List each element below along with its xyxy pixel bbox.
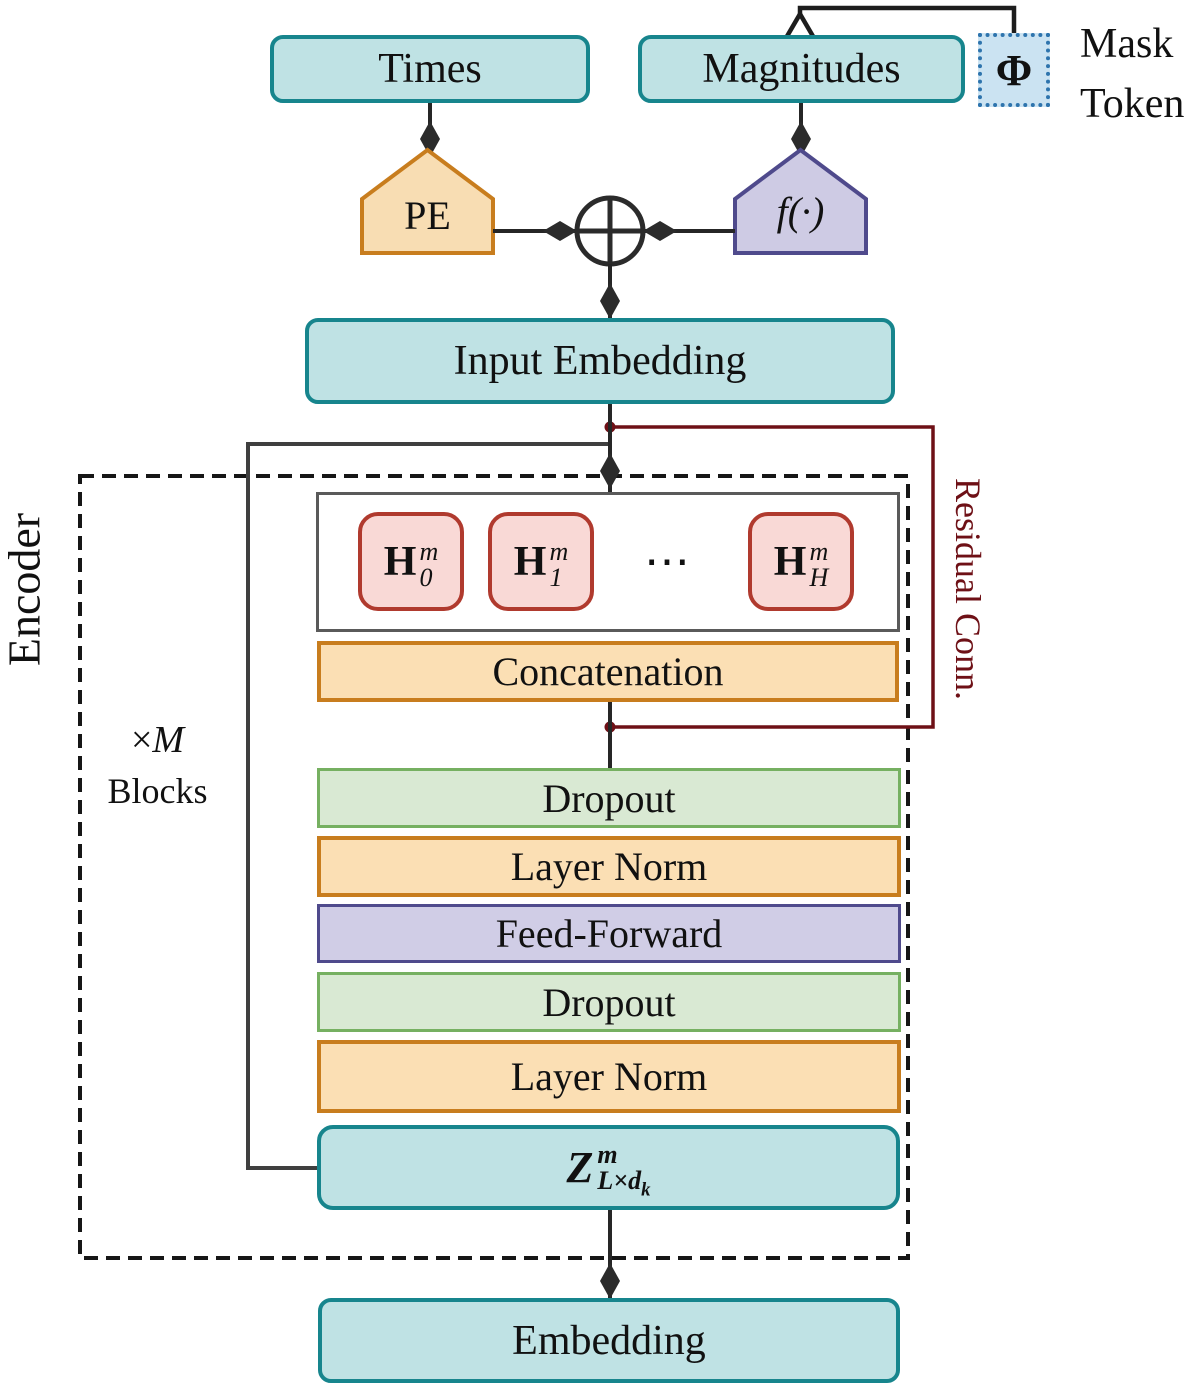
layer-norm-box-1: Layer Norm — [317, 836, 901, 897]
diamond-arrow-f — [791, 121, 811, 157]
heads-ellipsis: ⋯ — [644, 536, 696, 587]
diamond-arrow-plus-right — [643, 221, 677, 241]
embedding-box: Embedding — [318, 1298, 900, 1383]
pe-label: PE — [404, 193, 451, 238]
dropout-box-1: Dropout — [317, 768, 901, 828]
encoder-dashed-box — [78, 474, 910, 1260]
diamond-arrow-output-embedding — [600, 1263, 620, 1299]
dropout-box-2: Dropout — [317, 972, 901, 1032]
phi-symbol: Φ — [995, 45, 1033, 95]
diamond-arrow-plus-left — [543, 221, 577, 241]
blocks-text: Blocks — [107, 771, 208, 811]
residual-label: Residual Conn. — [948, 478, 988, 700]
f-label: f(·) — [776, 189, 825, 234]
times-box: Times — [270, 35, 590, 103]
embedding-label: Embedding — [512, 1317, 706, 1364]
open-arrowhead — [784, 9, 816, 40]
diamond-arrow-pe — [420, 121, 440, 157]
concatenation-box: Concatenation — [317, 641, 899, 702]
mask-connector-line — [797, 5, 1017, 35]
mask-token-caption-line2: Token — [1080, 81, 1185, 127]
skip-connection-line — [246, 442, 610, 1170]
f-shape — [733, 147, 868, 255]
mask-token-caption: Mask Token — [1080, 14, 1200, 134]
diamond-arrow-heads — [600, 453, 620, 489]
input-embedding-label: Input Embedding — [453, 338, 747, 384]
feed-forward-box: Feed-Forward — [317, 904, 901, 963]
magnitudes-box: Magnitudes — [638, 35, 965, 103]
concatenation-label: Concatenation — [492, 649, 724, 694]
layer-norm-box-2: Layer Norm — [317, 1040, 901, 1113]
mask-token-box: Φ — [978, 33, 1050, 107]
pe-shape — [360, 147, 495, 255]
magnitudes-label: Magnitudes — [702, 46, 901, 92]
input-embedding-box: Input Embedding — [305, 318, 895, 404]
blocks-label: ×M Blocks — [75, 718, 240, 812]
blocks-multiplier: ×M — [130, 719, 185, 761]
encoder-label: Encoder — [0, 512, 50, 667]
diamond-arrow-input-embedding — [600, 283, 620, 319]
residual-line — [610, 425, 935, 729]
mask-token-caption-line1: Mask — [1080, 21, 1174, 67]
z-label-base: Z — [566, 1143, 594, 1192]
times-label: Times — [378, 46, 482, 92]
